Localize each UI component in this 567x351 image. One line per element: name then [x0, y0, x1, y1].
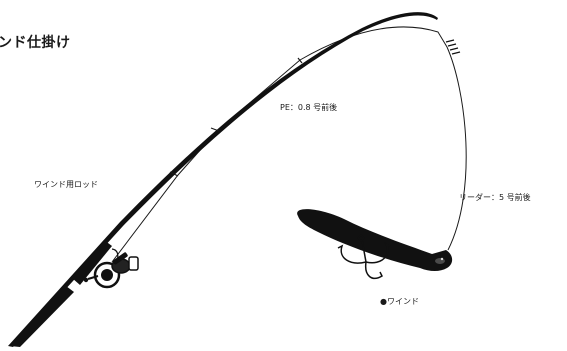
- rod-grip: [72, 240, 112, 285]
- leader-label: リーダー：5 号前後: [459, 193, 531, 202]
- line-knot-icon: [445, 39, 461, 55]
- treble-hook-icon: [337, 234, 391, 280]
- rod-guides: [169, 57, 303, 177]
- wind-lure-icon: [297, 209, 453, 271]
- lure-label: ●ワインド: [380, 297, 419, 306]
- rod-label: ワインド用ロッド: [34, 180, 98, 189]
- spinning-reel-icon: [83, 248, 139, 289]
- rod-butt: [10, 286, 74, 347]
- main-line-label: PE：0.8 号前後: [280, 103, 338, 112]
- fishing-line: [111, 26, 467, 263]
- diagram-title: ンド仕掛け: [0, 35, 71, 51]
